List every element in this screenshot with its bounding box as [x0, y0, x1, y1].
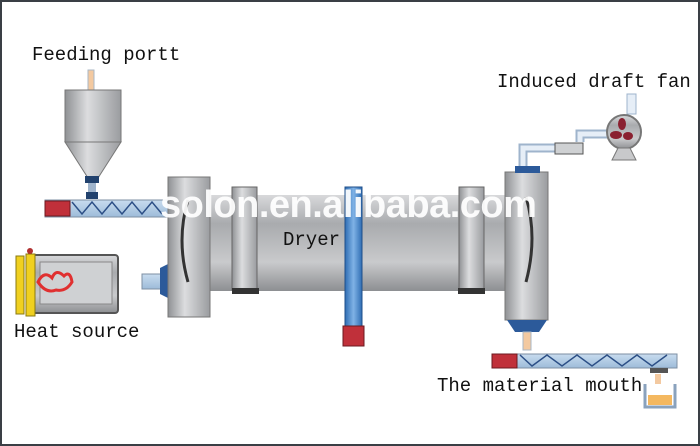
- label-dryer: Dryer: [283, 229, 341, 251]
- drive-motor: [342, 325, 365, 347]
- feed-screw-conveyor: [44, 199, 169, 218]
- fan-icon: [610, 118, 633, 140]
- flame-icon: [36, 271, 74, 293]
- label-heat-source: Heat source: [14, 321, 140, 343]
- feed-hopper: [64, 69, 122, 199]
- watermark: solon.en.alibaba.com: [160, 184, 537, 226]
- discharge-motor: [491, 353, 518, 369]
- discharge-screw-conveyor: [491, 353, 678, 409]
- heat-source-furnace: [15, 248, 171, 317]
- label-induced-draft-fan: Induced draft fan: [497, 71, 691, 93]
- rotary-drum: [167, 171, 549, 351]
- label-material-mouth: The material mouth: [437, 375, 643, 397]
- exhaust-duct-and-fan: [515, 93, 642, 173]
- feed-motor: [44, 200, 71, 217]
- label-feeding-port: Feeding portt: [32, 44, 181, 66]
